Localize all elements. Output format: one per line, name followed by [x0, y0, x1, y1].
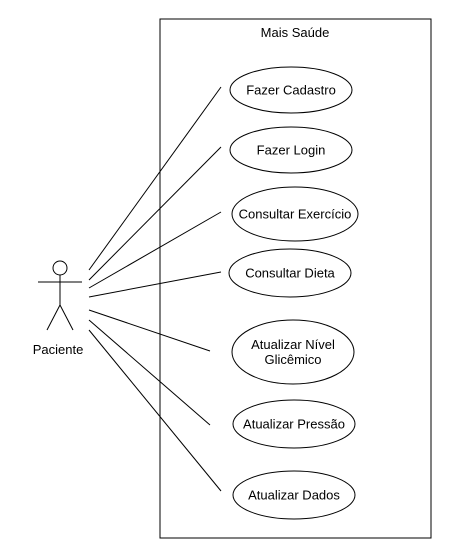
use-case-ellipse [229, 126, 353, 174]
use-case-label: Glicêmico [264, 352, 321, 367]
association-line-4 [88, 271, 222, 298]
use-case-3: Consultar Exercício [231, 186, 359, 242]
actor-head [52, 260, 68, 276]
use-case-1: Fazer Cadastro [229, 66, 353, 114]
use-case-2: Fazer Login [229, 126, 353, 174]
use-case-ellipse [231, 319, 355, 385]
association-line-7 [88, 329, 222, 492]
use-case-label: Atualizar Dados [248, 488, 340, 503]
actor-right-leg [59, 304, 74, 331]
use-case-label: Atualizar Nível [251, 337, 335, 352]
use-case-ellipse [228, 248, 352, 298]
actor-left-leg [46, 304, 61, 331]
use-case-label: Fazer Login [257, 143, 326, 158]
use-case-ellipse [229, 66, 353, 114]
actor-stick-figure [38, 260, 82, 331]
use-case-label: Fazer Cadastro [246, 83, 336, 98]
use-case-label: Consultar Dieta [245, 266, 335, 281]
use-case-label: Consultar Exercício [239, 207, 352, 222]
association-line-1 [88, 86, 222, 271]
use-case-4: Consultar Dieta [228, 248, 352, 298]
association-line-6 [88, 319, 211, 426]
use-case-ellipse [232, 470, 356, 520]
association-line-2 [88, 146, 222, 281]
use-case-ellipse [231, 186, 359, 242]
actor-label: Paciente [33, 342, 84, 357]
use-case-label: Atualizar Pressão [243, 417, 345, 432]
use-case-6: Atualizar Pressão [232, 399, 356, 449]
association-line-5 [88, 309, 211, 352]
association-line-3 [88, 211, 222, 289]
system-title: Mais Saúde [261, 25, 330, 40]
use-case-7: Atualizar Dados [232, 470, 356, 520]
use-case-ellipse [232, 399, 356, 449]
associations [88, 86, 222, 492]
